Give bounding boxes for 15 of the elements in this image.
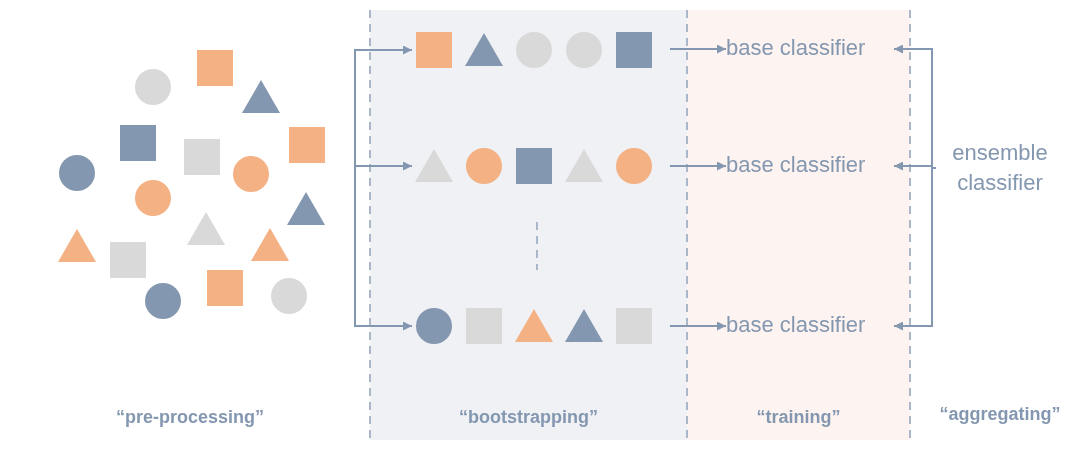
arrow bbox=[669, 161, 727, 171]
stage-label: “aggregating” bbox=[939, 404, 1061, 425]
arrow bbox=[669, 44, 727, 54]
ensemble-label: ensemble classifier bbox=[936, 138, 1064, 198]
stage-label: “training” bbox=[755, 407, 842, 428]
arrow bbox=[893, 167, 937, 331]
classifier-label: base classifier bbox=[726, 150, 894, 182]
classifier-label: base classifier bbox=[726, 33, 894, 65]
stage-band bbox=[370, 10, 687, 440]
arrow bbox=[354, 185, 413, 331]
stage-band bbox=[687, 10, 910, 440]
stage-label: “pre-processing” bbox=[116, 407, 264, 428]
arrow bbox=[669, 321, 727, 331]
stage-label: “bootstrapping” bbox=[458, 407, 599, 428]
classifier-label: base classifier bbox=[726, 310, 894, 342]
